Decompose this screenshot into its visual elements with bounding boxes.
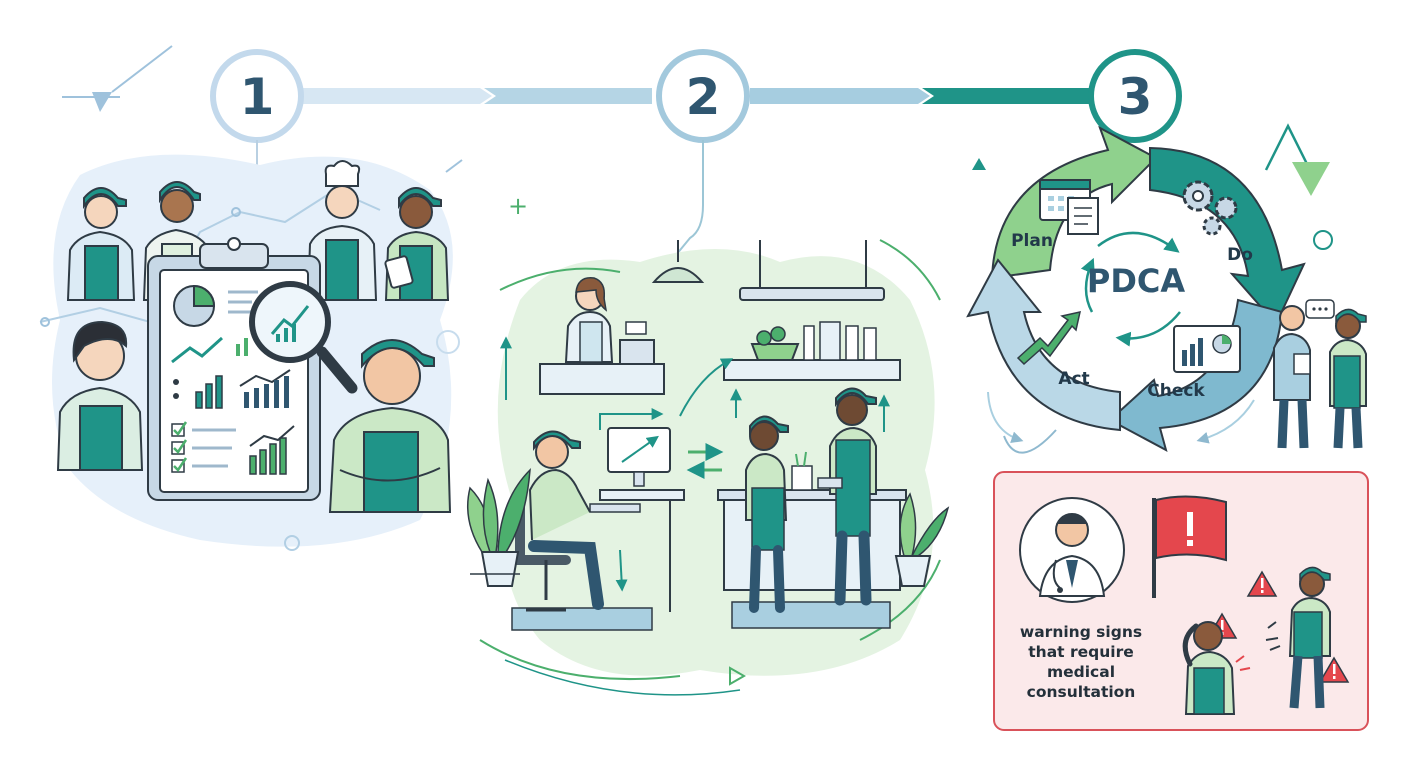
pdca-act-label: Act [1058,369,1089,389]
step-1-badge: 1 [210,49,304,143]
worker-figure [1329,308,1367,449]
red-flag-icon [1152,495,1227,598]
warning-panel [993,471,1369,731]
step-2-number: 2 [686,68,721,126]
kitchen-counter [717,387,907,629]
pdca-do-label: Do [1227,245,1253,265]
gear-icon [1182,180,1238,236]
document-icon [1067,197,1099,235]
pdca-check-arrow [1108,298,1284,452]
warning-line: warning signs [1019,623,1143,641]
pdca-plan-label: Plan [1011,231,1053,251]
warning-icon [1318,656,1350,683]
worker-back-pain-figure [1265,566,1331,709]
report-clipboard [147,237,321,501]
warning-line: that require [1028,643,1134,661]
worker-figure [56,320,144,471]
section-3-pdca-cycle: PDCA Plan Do Check Act [966,123,1367,454]
warning-caption: warning signs that require medical consu… [1006,622,1156,702]
manager-figure [1273,305,1311,449]
magnifier-icon [249,281,358,394]
pdca-act-arrow [966,258,1121,432]
pdca-check-label: Check [1147,381,1205,401]
plant [894,492,950,587]
trend-arrow-icon [1016,311,1081,366]
step-1-number: 1 [240,68,275,126]
svg-text:+: + [508,192,528,220]
section-2-workplace: + [467,192,950,696]
worker-figure [384,187,450,301]
worker-headache-figure [1182,621,1251,715]
checklist [171,421,236,473]
pdca-center-label: PDCA [1087,262,1186,300]
section-1-data-review [39,154,463,551]
timeline [62,45,1094,112]
step-2-badge: 2 [656,49,750,143]
plant [467,468,531,587]
warning-line: consultation [1026,683,1136,701]
warning-line: medical [1046,663,1116,681]
chef-figure [306,160,378,301]
worker-figure [66,187,136,301]
step-3-number: 3 [1118,68,1153,126]
doctor-avatar [1019,497,1125,603]
worker-figure [328,339,452,513]
chart-screen-icon [1173,325,1241,373]
reception-desk [539,277,665,395]
computer-workstation [511,427,685,631]
warning-icon [1246,570,1278,597]
speech-bubble-icon [1305,299,1335,319]
supply-shelf [723,321,901,381]
step-3-badge: 3 [1088,49,1182,143]
